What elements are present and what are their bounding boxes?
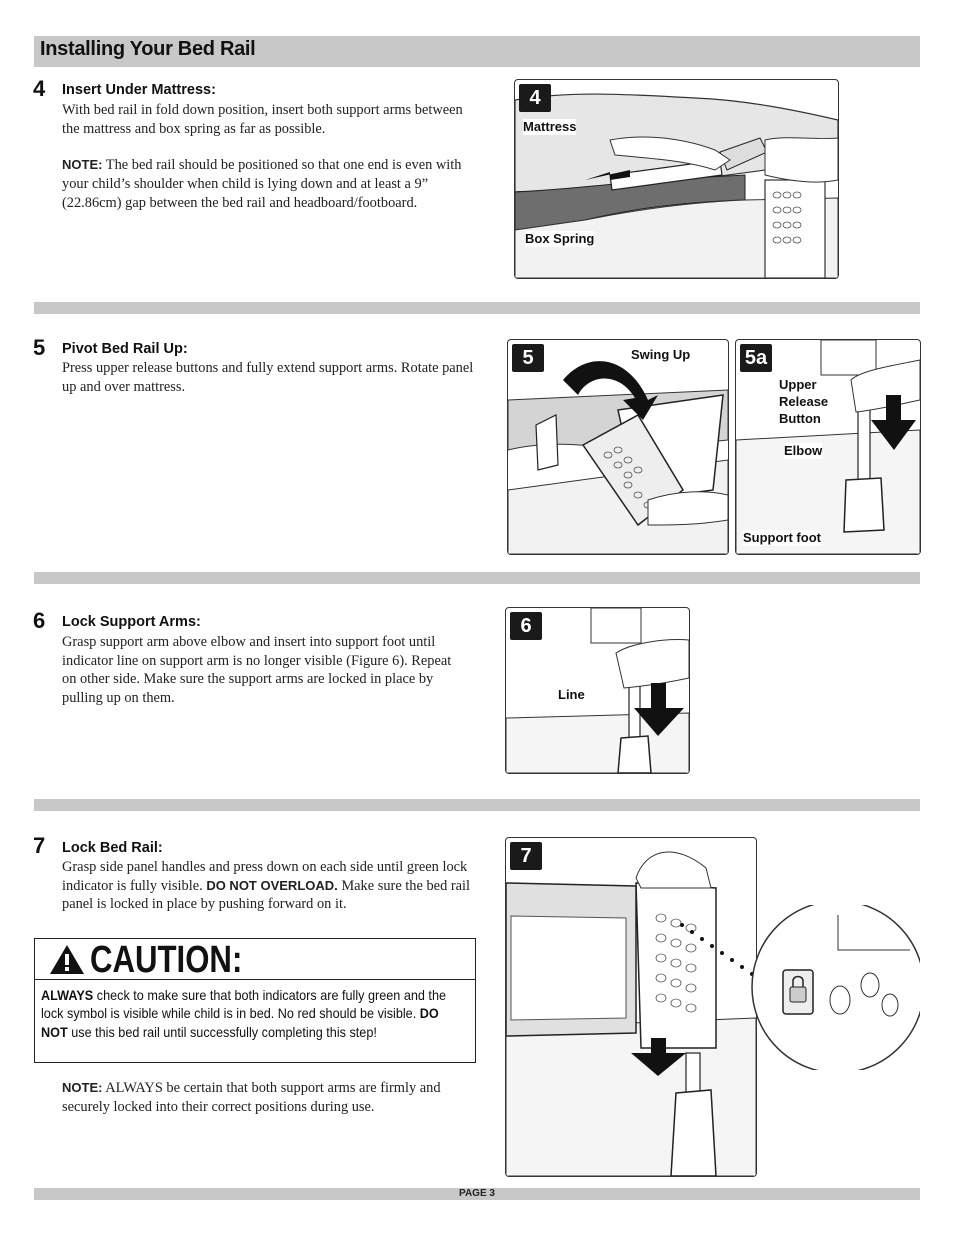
step-4-number: 4	[33, 76, 46, 101]
step-7-instruction-a: Grasp side panel handles and press down …	[62, 859, 468, 894]
step-4-instruction: With bed rail in fold down position, ins…	[62, 102, 463, 137]
step-5-body: Press upper release buttons and fully ex…	[62, 360, 474, 395]
figure-7-badge: 7	[510, 842, 542, 870]
step-7-title: Lock Bed Rail:	[62, 840, 163, 856]
figure-5a-illustration	[736, 340, 920, 554]
figure-4: 4 Mattress Box Spring	[514, 79, 839, 279]
caution-do-not: DO NOT	[41, 1006, 439, 1040]
step-4-note-label: NOTE:	[62, 157, 103, 173]
step-6-body: Grasp support arm above elbow and insert…	[62, 634, 452, 707]
separator-band	[34, 572, 920, 584]
figure-7: 7	[505, 837, 757, 1177]
step-7-number: 7	[33, 833, 46, 858]
page-title: Installing Your Bed Rail	[40, 38, 256, 60]
callout-button: Button	[779, 411, 821, 427]
callout-support-foot: Support foot	[743, 530, 821, 546]
step-6-title: Lock Support Arms:	[62, 614, 201, 630]
step-4-body: With bed rail in fold down position, ins…	[62, 101, 482, 213]
footer-band: PAGE 3	[34, 1188, 920, 1200]
figure-5a: 5a Upper Release Button Elbow Support fo…	[735, 339, 921, 555]
figure-5: 5 Swing Up	[507, 339, 729, 555]
callout-swing-up: Swing Up	[631, 347, 691, 363]
callout-box-spring: Box Spring	[525, 231, 595, 247]
step-7-note: NOTE: ALWAYS be certain that both suppor…	[62, 1079, 482, 1116]
figure-5a-badge: 5a	[740, 344, 772, 372]
step-6-number: 6	[33, 608, 46, 633]
step-7-body: Grasp side panel handles and press down …	[62, 858, 480, 914]
figure-6-badge: 6	[510, 612, 542, 640]
step-7-instruction-b: Make sure the bed rail panel is locked i…	[62, 877, 471, 913]
figure-6: 6 Line	[505, 607, 690, 774]
caution-box: CAUTION: ALWAYS check to make sure that …	[34, 938, 476, 1063]
section-header-band: Installing Your Bed Rail	[34, 36, 920, 67]
step-5-title: Pivot Bed Rail Up:	[62, 341, 188, 357]
figure-5-illustration	[508, 361, 728, 554]
callout-mattress: Mattress	[523, 119, 577, 135]
figure-5-badge: 5	[512, 344, 544, 372]
caution-header: CAUTION:	[35, 939, 475, 981]
caution-text-b: use this bed rail until successfully com…	[71, 1024, 377, 1040]
warning-triangle-icon	[50, 945, 84, 974]
figure-4-badge: 4	[519, 84, 551, 112]
step-7-note-text: ALWAYS be certain that both support arms…	[62, 1080, 441, 1115]
callout-upper: Upper	[779, 377, 817, 393]
caution-text: ALWAYS check to make sure that both indi…	[41, 987, 469, 1042]
page-number: PAGE 3	[459, 1188, 495, 1199]
caution-always: ALWAYS	[41, 988, 94, 1003]
figure-7-illustration	[506, 851, 756, 1176]
callout-release: Release	[779, 394, 829, 410]
step-4-note-text: The bed rail should be positioned so tha…	[62, 157, 462, 211]
separator-band	[34, 302, 920, 314]
step-7-warning: DO NOT OVERLOAD.	[206, 877, 338, 893]
step-5-number: 5	[33, 335, 46, 360]
caution-text-a: check to make sure that both indicators …	[41, 988, 447, 1022]
caution-title: CAUTION:	[90, 939, 243, 981]
callout-line: Line	[558, 687, 585, 703]
callout-elbow: Elbow	[784, 443, 823, 459]
step-4-title: Insert Under Mattress:	[62, 82, 216, 98]
step-7-note-label: NOTE:	[62, 1080, 103, 1095]
figure-4-illustration	[515, 93, 838, 278]
figure-7-detail-zoom	[680, 905, 920, 1070]
separator-band	[34, 799, 920, 811]
figure-6-illustration	[506, 608, 689, 773]
